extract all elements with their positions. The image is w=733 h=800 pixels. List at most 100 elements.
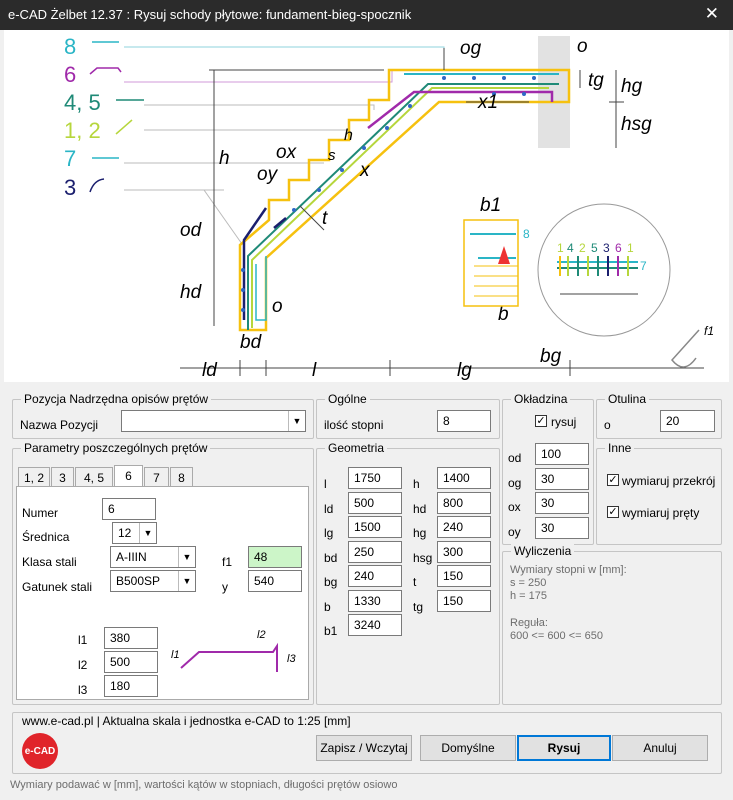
srednica-label: Średnica: [22, 530, 70, 544]
okladzina-ox-label: ox: [508, 500, 521, 514]
wymiaruj-prety-checkbox[interactable]: ✓: [607, 506, 619, 518]
gatunek-stali-select[interactable]: B500SP ▼: [110, 570, 196, 592]
dim-h: h: [219, 148, 230, 169]
geometria-h-label: h: [413, 477, 420, 491]
wymiaruj-przekroj-checkbox[interactable]: ✓: [607, 474, 619, 486]
section-side-7: 7: [640, 259, 647, 273]
ecad-logo: e-CAD: [22, 733, 58, 769]
wyliczenia-line: h = 175: [510, 590, 548, 602]
legend-1-2: 1, 2: [64, 118, 101, 143]
geometria-ld-input[interactable]: 500: [348, 491, 402, 514]
geometria-hd-label: hd: [413, 501, 427, 516]
geometria-bg-input[interactable]: 240: [348, 565, 402, 587]
wyliczenia-text: Wymiary stopni w [mm]: s = 250 h = 175 R…: [510, 564, 627, 643]
tab-bar-3[interactable]: 4, 5: [75, 467, 113, 487]
group-geometria-legend: Geometria: [325, 441, 388, 455]
tab-bar-5[interactable]: 7: [144, 467, 169, 487]
wyliczenia-line: 600 <= 600 <= 650: [510, 630, 603, 642]
chevron-down-icon: ▼: [178, 571, 195, 591]
section-label-1b: 1: [627, 241, 634, 255]
dim-tg: tg: [588, 70, 604, 91]
l2-input[interactable]: 500: [104, 651, 158, 673]
legend-8: 8: [64, 34, 76, 59]
ilosc-stopni-input[interactable]: 8: [437, 410, 491, 432]
okladzina-oy-input[interactable]: 30: [535, 516, 589, 539]
dim-od: od: [180, 220, 203, 241]
chevron-down-icon: ▼: [178, 547, 195, 567]
dim-hsg: hsg: [621, 114, 652, 135]
group-inne: Inne: [596, 441, 722, 545]
dim-o-bottom: o: [272, 296, 283, 317]
geometria-h-input[interactable]: 1400: [437, 467, 491, 489]
group-ogolne: Ogólne: [316, 392, 500, 439]
klasa-stali-select[interactable]: A-IIIN ▼: [110, 546, 196, 568]
tab-bar-2[interactable]: 3: [51, 467, 74, 487]
tab-bar-4[interactable]: 6: [114, 465, 143, 487]
tab-bar-1[interactable]: 1, 2: [18, 467, 50, 487]
dim-h-small: h: [344, 127, 353, 144]
section-label-3: 3: [603, 241, 610, 255]
f1-input[interactable]: 48: [248, 546, 302, 568]
okladzina-ox-input[interactable]: 30: [535, 492, 589, 514]
ilosc-stopni-label: ilość stopni: [324, 418, 384, 432]
section-label-4: 4: [567, 241, 574, 255]
dim-b: b: [498, 304, 509, 325]
section-label-1: 1: [557, 241, 564, 255]
wyliczenia-line: Wymiary stopni w [mm]:: [510, 564, 627, 576]
group-pozycja: Pozycja Nadrzędna opisów prętów: [12, 392, 314, 439]
geometria-hd-input[interactable]: 800: [437, 491, 491, 514]
geometria-b1-input[interactable]: 3240: [348, 614, 402, 636]
tab-bar-6[interactable]: 8: [170, 467, 193, 487]
rysuj-okladzina-checkbox[interactable]: ✓: [535, 415, 547, 427]
sketch-l1: l1: [171, 649, 180, 661]
geometria-b1-label: b1: [324, 624, 338, 638]
group-ogolne-legend: Ogólne: [325, 392, 370, 406]
srednica-value: 12: [118, 526, 132, 540]
l1-input[interactable]: 380: [104, 627, 158, 649]
geometria-lg-label: lg: [324, 526, 334, 540]
group-pozycja-legend: Pozycja Nadrzędna opisów prętów: [21, 392, 212, 406]
y-input[interactable]: 540: [248, 570, 302, 592]
geometria-lg-input[interactable]: 1500: [348, 516, 402, 538]
l3-input[interactable]: 180: [104, 675, 158, 697]
geometria-hg-input[interactable]: 240: [437, 516, 491, 538]
legend-6: 6: [64, 62, 76, 87]
geometria-t-input[interactable]: 150: [437, 565, 491, 587]
okladzina-od-input[interactable]: 100: [535, 443, 589, 465]
nazwa-pozycji-select[interactable]: ▼: [121, 410, 306, 432]
draw-button[interactable]: Rysuj: [517, 735, 611, 761]
dim-hg: hg: [621, 76, 643, 97]
geometria-bd-input[interactable]: 250: [348, 540, 402, 563]
srednica-select[interactable]: 12 ▼: [112, 522, 157, 544]
geometria-l-input[interactable]: 1750: [348, 467, 402, 489]
save-load-button[interactable]: Zapisz / Wczytaj: [316, 735, 412, 761]
defaults-button[interactable]: Domyślne: [420, 735, 516, 761]
group-parametry: Parametry poszczególnych prętów: [12, 441, 314, 705]
geometria-bd-label: bd: [324, 550, 338, 565]
concrete-outline: [238, 68, 571, 332]
cancel-button[interactable]: Anuluj: [612, 735, 708, 761]
geometria-tg-input[interactable]: 150: [437, 589, 491, 612]
geometria-hsg-label: hsg: [413, 550, 433, 565]
dim-ox: ox: [276, 142, 298, 163]
okladzina-og-input[interactable]: 30: [535, 467, 589, 490]
geometria-hsg-input[interactable]: 300: [437, 540, 491, 563]
klasa-stali-value: A-IIIN: [116, 550, 147, 564]
group-wyliczenia-legend: Wyliczenia: [511, 544, 575, 558]
legend-4-5: 4, 5: [64, 90, 101, 115]
geometria-b-input[interactable]: 1330: [348, 589, 402, 612]
l2-label: l2: [78, 658, 88, 672]
close-icon[interactable]: ✕: [704, 4, 719, 23]
otulina-label: o: [604, 418, 611, 432]
geometria-hg-label: hg: [413, 526, 427, 540]
numer-label: Numer: [22, 506, 59, 520]
dim-bg: bg: [540, 346, 562, 367]
sketch-l2: l2: [257, 629, 266, 641]
gatunek-stali-value: B500SP: [116, 574, 161, 588]
otulina-input[interactable]: 20: [660, 410, 715, 432]
legend-7: 7: [64, 146, 76, 171]
numer-input[interactable]: 6: [102, 498, 156, 520]
dim-l: l: [312, 360, 317, 381]
title-bar: e-CAD Żelbet 12.37 : Rysuj schody płytow…: [0, 0, 733, 30]
okladzina-oy-label: oy: [508, 524, 521, 539]
